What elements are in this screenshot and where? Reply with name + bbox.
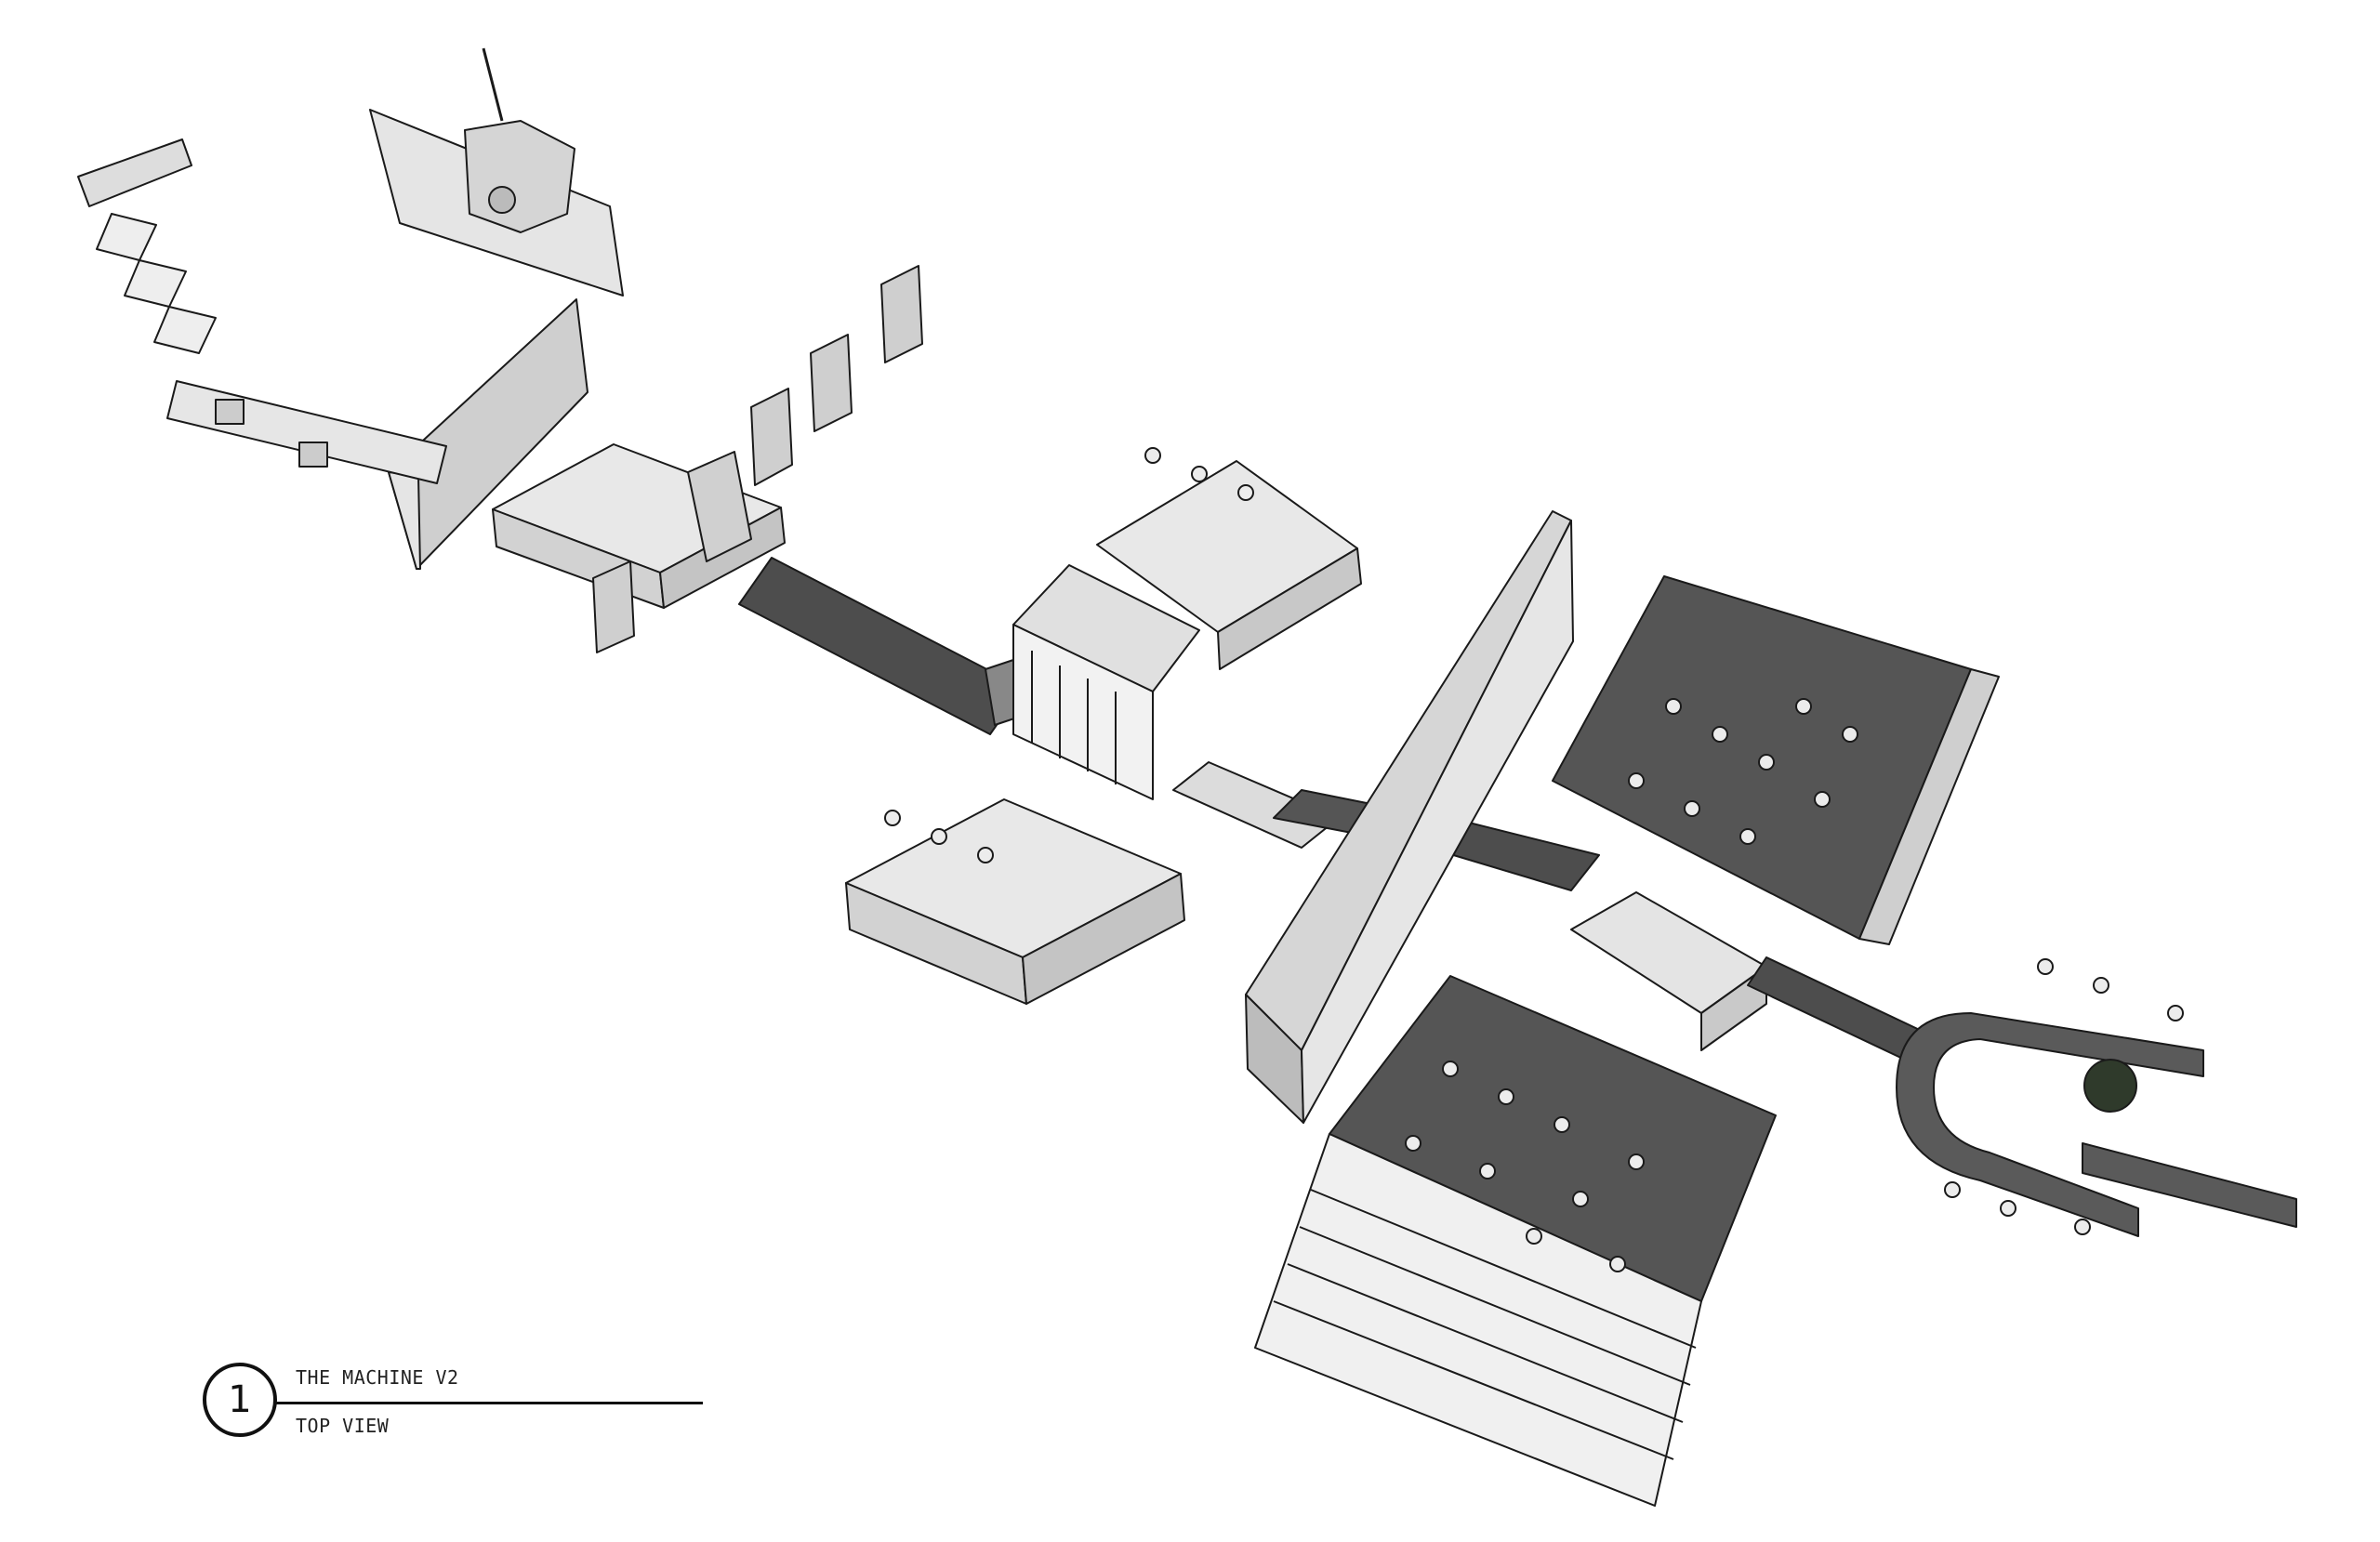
- view-subtitle: TOP VIEW: [296, 1415, 390, 1437]
- left-assembly-line: [77, 138, 447, 484]
- title-block: 1 THE MACHINE V2 TOP VIEW: [203, 1355, 705, 1457]
- hanging-screen-panel: [369, 47, 624, 297]
- upper-audience-floor: [1552, 575, 2000, 945]
- title-divider-line: [275, 1402, 703, 1404]
- lower-audience-floor: [1254, 975, 1777, 1507]
- main-conveyor-left: [738, 557, 1051, 735]
- side-screens: [592, 265, 923, 653]
- lower-workstation-block: [845, 798, 1185, 1005]
- workstation-platform: [492, 443, 786, 609]
- view-number: 1: [203, 1363, 277, 1437]
- drawing-title: THE MACHINE V2: [296, 1366, 459, 1389]
- central-machine-frame: [1012, 564, 1200, 800]
- figure-group: [884, 447, 2184, 1272]
- center-divider-wall: [1245, 510, 1574, 1124]
- control-booth: [1570, 891, 1767, 1051]
- upper-workstation-block: [1096, 460, 1362, 670]
- u-conveyor: [1896, 1012, 2297, 1237]
